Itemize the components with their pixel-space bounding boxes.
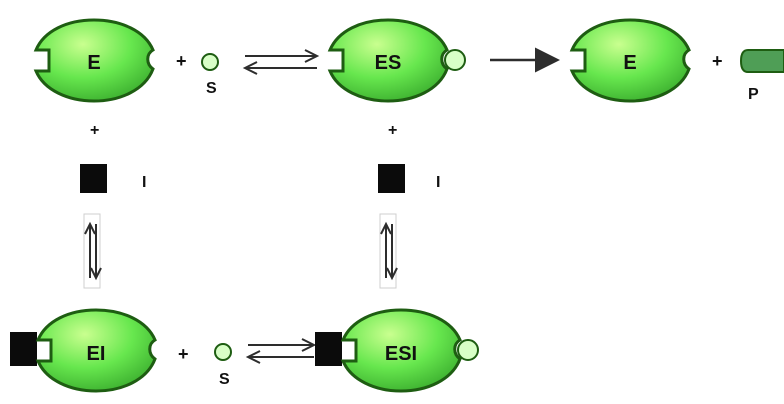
inhibitor-right-label: I <box>436 174 440 191</box>
plus-sign-bottom: + <box>178 344 189 364</box>
equilibrium-arrows-right-vertical <box>379 213 398 289</box>
enzyme-substrate-complex: ES <box>327 18 466 103</box>
enzyme-substrate-inhibitor-complex: ESI <box>315 308 479 393</box>
enzyme-e-label: E <box>87 52 100 74</box>
inhibitor-left-label: I <box>142 174 146 191</box>
enzyme-e-product-side-label: E <box>623 52 636 74</box>
plus-sign-right-vertical: + <box>388 122 397 139</box>
enzyme-e-top-right: E <box>569 18 691 103</box>
enzyme-inhibitor-complex: EI <box>10 308 157 393</box>
enzyme-esi-label: ESI <box>385 343 417 365</box>
enzyme-ei-label: EI <box>87 343 106 365</box>
product-label: P <box>748 86 759 103</box>
product: P <box>739 49 784 103</box>
equilibrium-arrows-left-vertical <box>83 213 102 289</box>
enzyme-es-label: ES <box>375 52 402 74</box>
substrate-top-label: S <box>206 80 217 97</box>
equilibrium-arrows-top <box>242 49 320 75</box>
inhibitor-right <box>378 164 405 193</box>
substrate-bottom: S <box>214 343 232 388</box>
inhibitor-left <box>80 164 107 193</box>
substrate-top: S <box>201 53 219 97</box>
enzyme-e-top-left: E <box>33 18 155 103</box>
equilibrium-arrows-bottom <box>245 338 317 364</box>
plus-sign-left-vertical: + <box>90 122 99 139</box>
substrate-bottom-label: S <box>219 371 230 388</box>
plus-sign-top-right: + <box>712 51 723 71</box>
plus-sign-top-left: + <box>176 51 187 71</box>
